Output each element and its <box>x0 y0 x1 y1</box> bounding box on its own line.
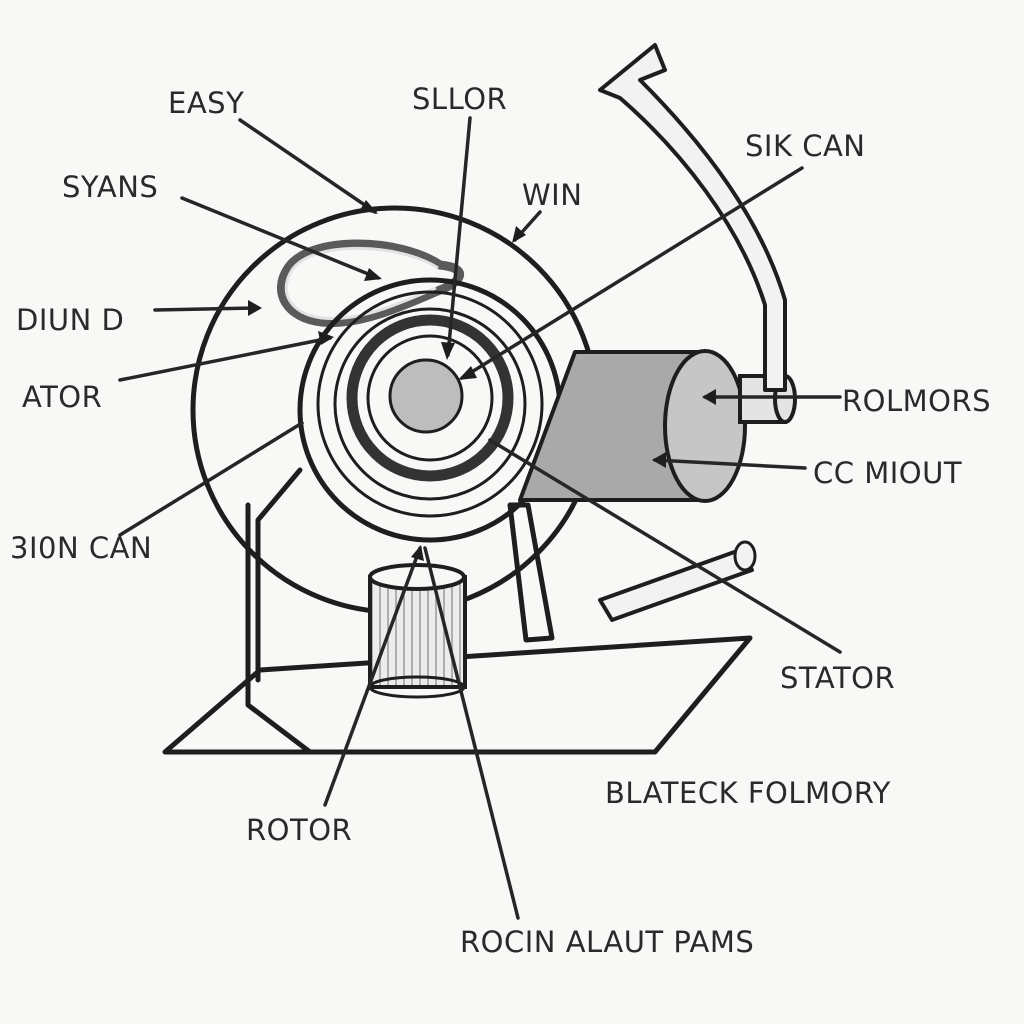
label-rotor: ROTOR <box>246 813 352 847</box>
curved-arm <box>598 43 787 392</box>
label-easy: EASY <box>168 86 244 120</box>
label-sllor: SLLOR <box>412 82 507 116</box>
label-syans: SYANS <box>62 170 158 204</box>
label-win: WIN <box>522 178 582 212</box>
pin-part <box>598 540 757 622</box>
label-rolmors: ROLMORS <box>842 384 991 418</box>
rotor-assembly <box>297 277 563 543</box>
label-rocin-alaut-pams: ROCIN ALAUT PAMS <box>460 925 754 959</box>
winding-loop <box>276 239 464 328</box>
label-stator: STATOR <box>780 661 895 695</box>
left-support <box>245 467 313 755</box>
label-cc-miout: CC MIOUT <box>813 456 962 490</box>
label-diun-d: DIUN D <box>16 303 124 337</box>
rotor-core-cylinder <box>368 563 467 699</box>
label-sik-can: SIK CAN <box>745 129 865 163</box>
label-sign-can: 3I0N CAN <box>10 531 152 565</box>
label-ator: ATOR <box>22 380 102 414</box>
rotor-hub <box>388 358 464 434</box>
leader-lines <box>118 116 842 920</box>
base-plate <box>162 635 753 755</box>
label-blateck-folmory: BLATECK FOLMORY <box>605 776 891 810</box>
